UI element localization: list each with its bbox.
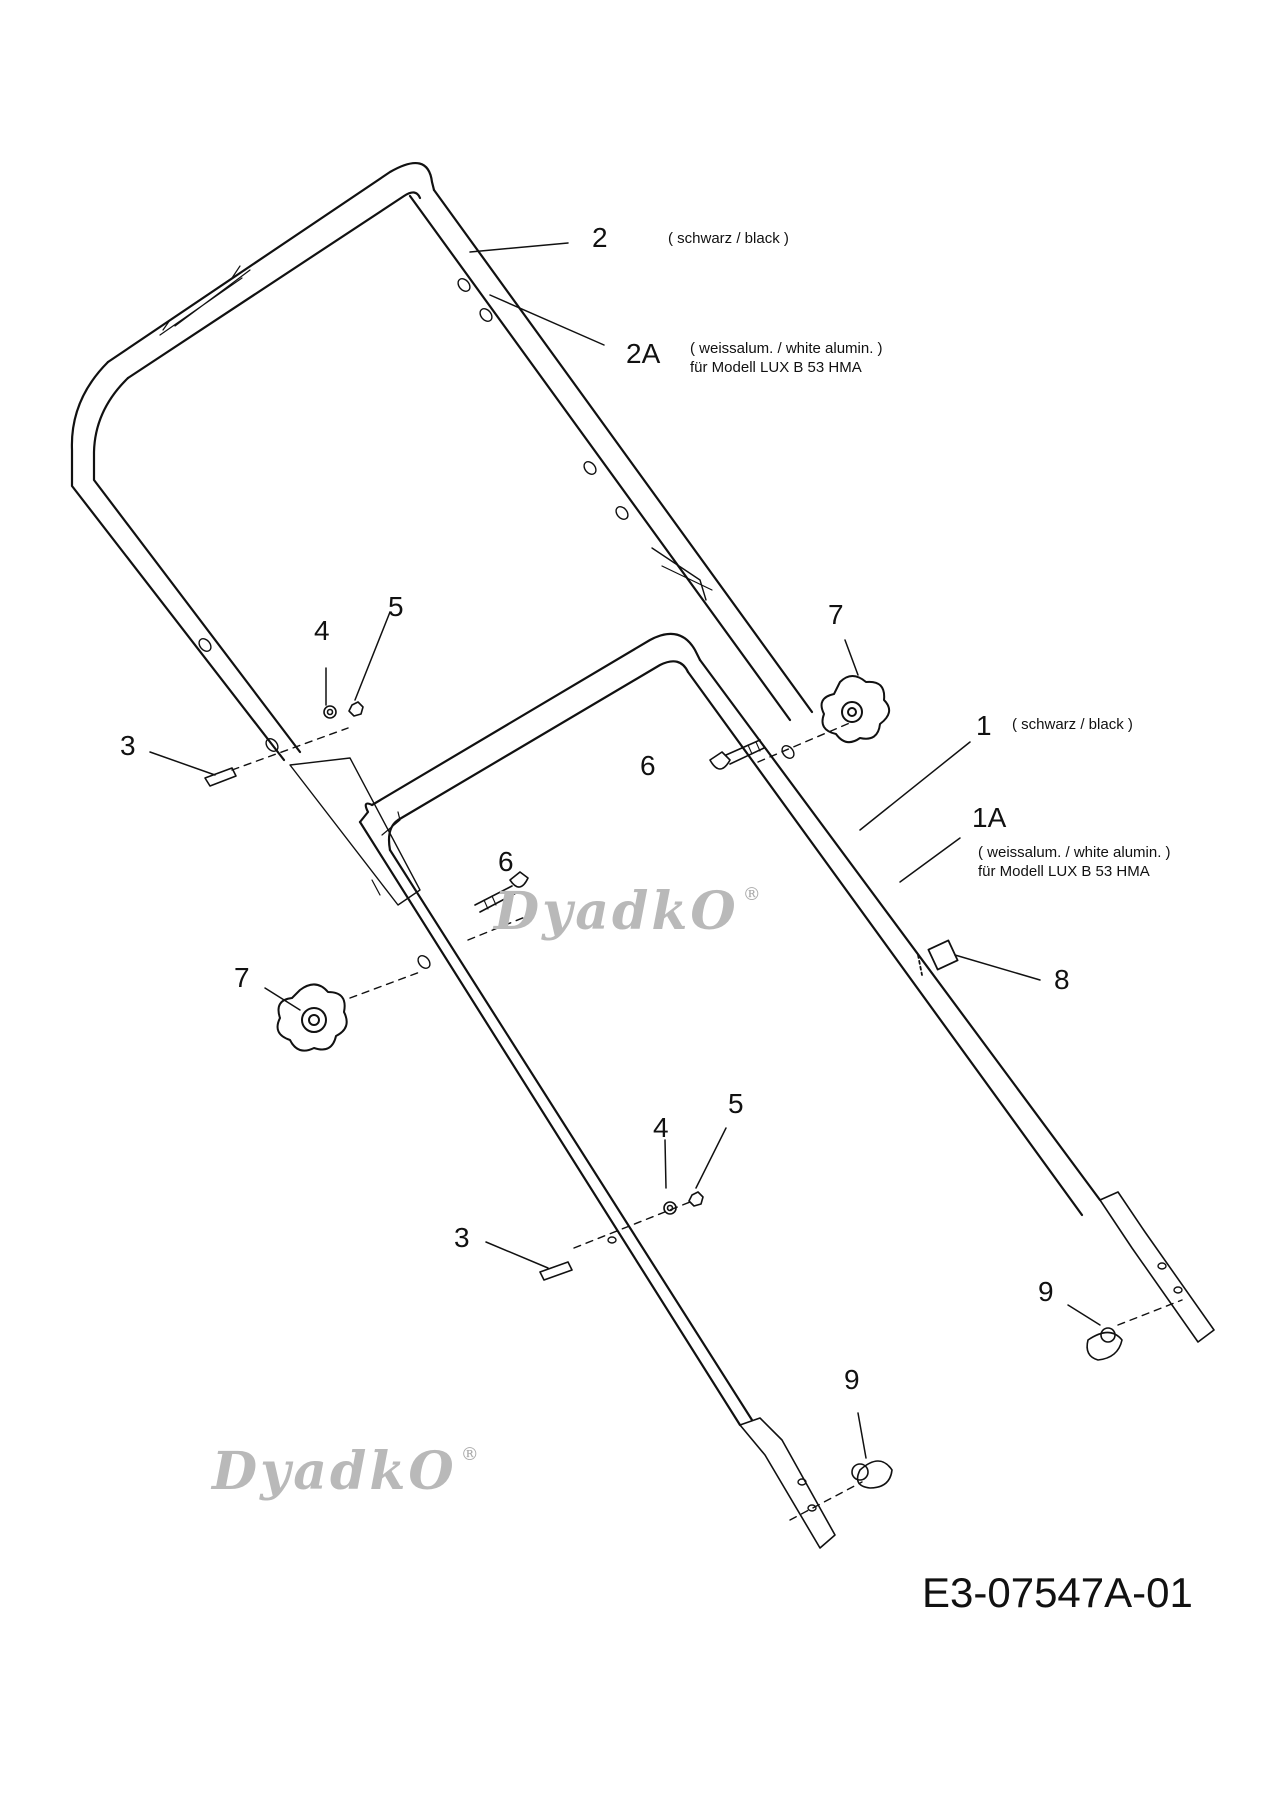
leader-lines — [149, 242, 1101, 1459]
part-label-4-upper: 4 — [314, 615, 330, 646]
watermark-logo-center: DyadkO® — [494, 881, 764, 942]
washer-nut-parts — [323, 701, 704, 1215]
pin-part-3 — [204, 767, 573, 1281]
part-label-3-lower: 3 — [454, 1222, 470, 1253]
part-label-8: 8 — [1054, 964, 1070, 995]
upper-handle — [70, 162, 814, 906]
tube-holes — [198, 278, 1183, 1512]
part-label-1: 1 — [976, 710, 992, 741]
part-label-1A: 1A — [972, 802, 1007, 833]
lock-pin-part-9 — [851, 1327, 1123, 1489]
part-label-5-lower: 5 — [728, 1088, 744, 1119]
assembly-lines — [231, 721, 1183, 1521]
part-label-2A: 2A — [626, 338, 661, 369]
star-knob-part-7 — [276, 675, 891, 1052]
note-part-1A: ( weissalum. / white alumin. ) für Model… — [978, 844, 1171, 880]
note-part-2: ( schwarz / black ) — [668, 230, 789, 247]
drawing-code: E3-07547A-01 — [922, 1569, 1193, 1616]
lower-handle — [358, 632, 1215, 1549]
part-label-9-lower: 9 — [844, 1364, 860, 1395]
part-label-7-right: 7 — [828, 599, 844, 630]
note-part-1: ( schwarz / black ) — [1012, 716, 1133, 733]
part-label-7-left: 7 — [234, 962, 250, 993]
carriage-bolt-part-6 — [474, 739, 765, 913]
watermark-logo-lower: DyadkO® — [212, 1441, 482, 1502]
part-label-5-upper: 5 — [388, 591, 404, 622]
clip-part-8 — [917, 939, 959, 976]
part-label-3-upper: 3 — [120, 730, 136, 761]
part-label-4-lower: 4 — [653, 1112, 669, 1143]
part-label-9-right: 9 — [1038, 1276, 1054, 1307]
part-label-6-left: 6 — [498, 846, 514, 877]
note-part-2A: ( weissalum. / white alumin. ) für Model… — [690, 340, 883, 376]
part-label-2: 2 — [592, 222, 608, 253]
part-label-6-right: 6 — [640, 750, 656, 781]
